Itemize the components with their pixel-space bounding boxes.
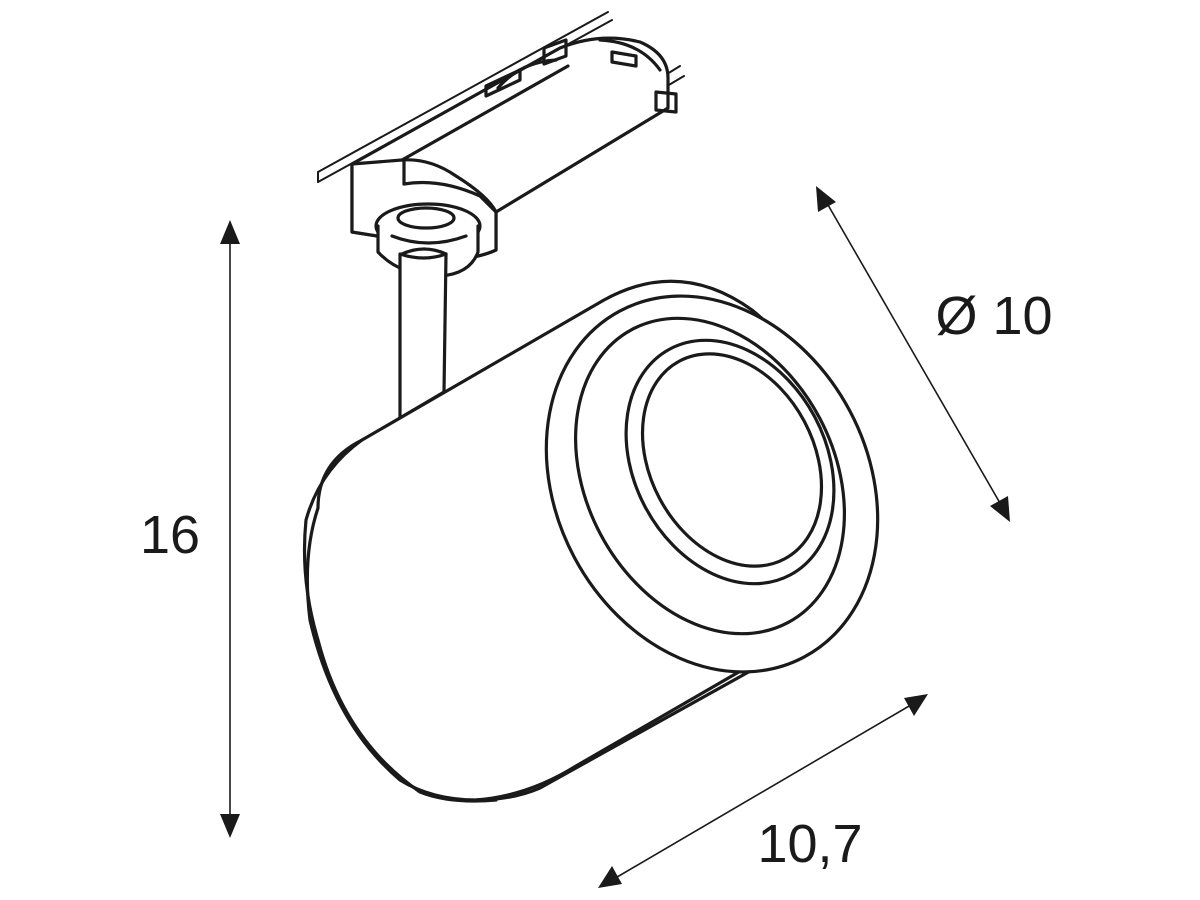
height-label: 16 [140,505,200,565]
length-dimension: 10,7 [598,694,928,888]
mounting-stem [398,247,448,420]
height-arrow-top-icon [220,220,240,244]
length-arrow-left-icon [598,866,622,888]
height-arrow-bottom-icon [220,814,240,838]
diameter-arrow-bottom-icon [990,496,1010,522]
lamp-front-ring [544,294,880,674]
diameter-arrow-top-icon [816,186,836,212]
diameter-dimension: Ø 10 [816,186,1053,522]
lamp-lens [624,338,836,586]
length-arrow-right-icon [904,694,928,716]
diameter-label: Ø 10 [935,286,1052,346]
length-label: 10,7 [757,814,862,874]
height-dimension: 16 [140,220,240,838]
